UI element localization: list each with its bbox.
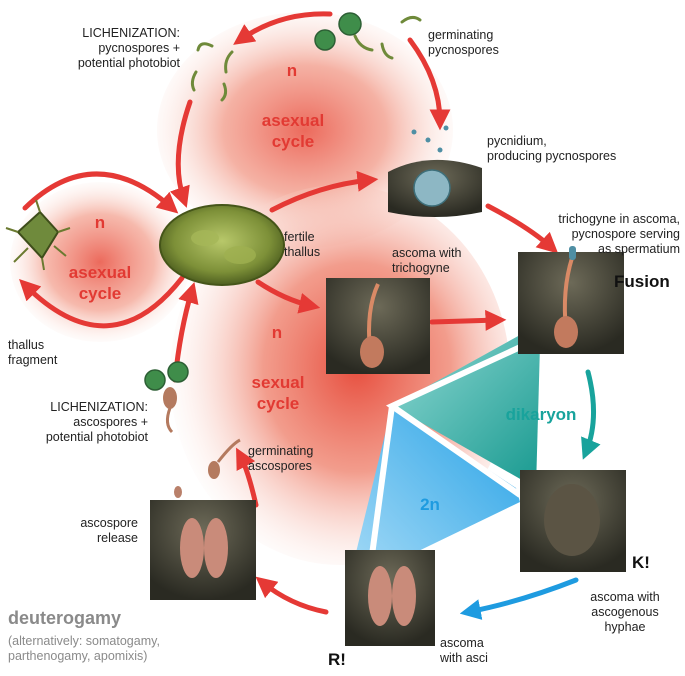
arrow-pycnidium-to-fusion <box>485 203 559 254</box>
asexual-top-ploidy: n <box>286 61 298 80</box>
arrow-karyogamy-to-asci <box>459 577 579 620</box>
arrow-lichenization-to-thallus <box>169 99 193 208</box>
deuterogamy-label: deuterogamy <box>8 608 122 628</box>
arrow-top-right-down <box>407 37 451 131</box>
asexual-left-zone <box>10 182 190 342</box>
arrow-fragment-loop-bottom <box>19 275 185 329</box>
fertile-thallus-label: fertile thallus <box>284 230 321 259</box>
ascospore-release-ascoma-illustration <box>150 486 256 600</box>
pycnidium-illustration <box>388 125 482 217</box>
arrow-thallus-to-pycnidium <box>269 170 379 213</box>
ascogenous-hyphae-ascoma-illustration <box>520 470 626 572</box>
arrow-asci-to-release <box>255 576 329 615</box>
dikaryon-label: dikaryon <box>505 405 577 424</box>
arrow-dikaryon-down <box>581 369 601 460</box>
thallus-fragment-illustration <box>5 199 71 271</box>
ascoma-asci-label: ascoma with asci <box>440 636 488 665</box>
arrow-germinating-to-lichenization <box>233 11 333 45</box>
pycnidium-label: pycnidium, producing pycnospores <box>487 134 617 163</box>
ascogenous-hyphae-label: ascoma with ascogenous hyphae <box>590 590 660 634</box>
reduction-label: R! <box>328 650 346 669</box>
diploid-label: 2n <box>420 495 440 514</box>
ascoma-asci-illustration <box>345 550 435 646</box>
asexual-left-cycle-label: asexual cycle <box>68 263 132 303</box>
ascospore-lichenization-illustration <box>144 361 189 434</box>
lichenization-bottom-label: LICHENIZATION: ascospores + potential ph… <box>45 400 148 444</box>
diploid-wedge <box>348 406 520 585</box>
germinating-pycnospores-label: germinating pycnospores <box>428 28 499 57</box>
asexual-left-ploidy: n <box>94 213 106 232</box>
arrow-fragment-loop-top <box>22 171 179 214</box>
fusion-ascoma-illustration <box>518 246 624 354</box>
arrow-thallus-to-ascoma <box>255 279 321 314</box>
wedge-divider-white-lower <box>367 405 395 571</box>
lichenization-top-label: LICHENIZATION: pycnospores + potential p… <box>77 26 180 70</box>
thallus-fragment-label: thallus fragment <box>8 338 58 367</box>
ascoma-trichogyne-label: ascoma with trichogyne <box>392 246 462 275</box>
trichogyne-spermatium-label: trichogyne in ascoma, pycnospore serving… <box>558 212 680 256</box>
ascoma-trichogyne-illustration <box>326 278 430 374</box>
ascospore-release-label: ascospore release <box>80 516 138 545</box>
arrow-release-to-germinating <box>236 447 259 508</box>
fertile-thallus-illustration <box>159 204 285 286</box>
sexual-cycle-label: sexual cycle <box>251 373 305 413</box>
karyogamy-label: K! <box>632 553 650 572</box>
asexual-top-zone <box>157 12 453 248</box>
sexual-ploidy: n <box>271 323 283 342</box>
arrow-ascoma-to-fusion <box>429 309 507 331</box>
asexual-top-cycle-label: asexual cycle <box>261 111 325 151</box>
germinating-ascospores-illustration <box>208 438 241 479</box>
germinating-ascospores-label: germinating ascospores <box>248 444 314 473</box>
dikaryon-wedge <box>392 335 540 488</box>
deuterogamy-alt-label: (alternatively: somatogamy, parthenogamy… <box>8 634 160 663</box>
germinating-pycnospores-illustration <box>190 12 422 102</box>
fusion-label: Fusion <box>614 272 670 291</box>
